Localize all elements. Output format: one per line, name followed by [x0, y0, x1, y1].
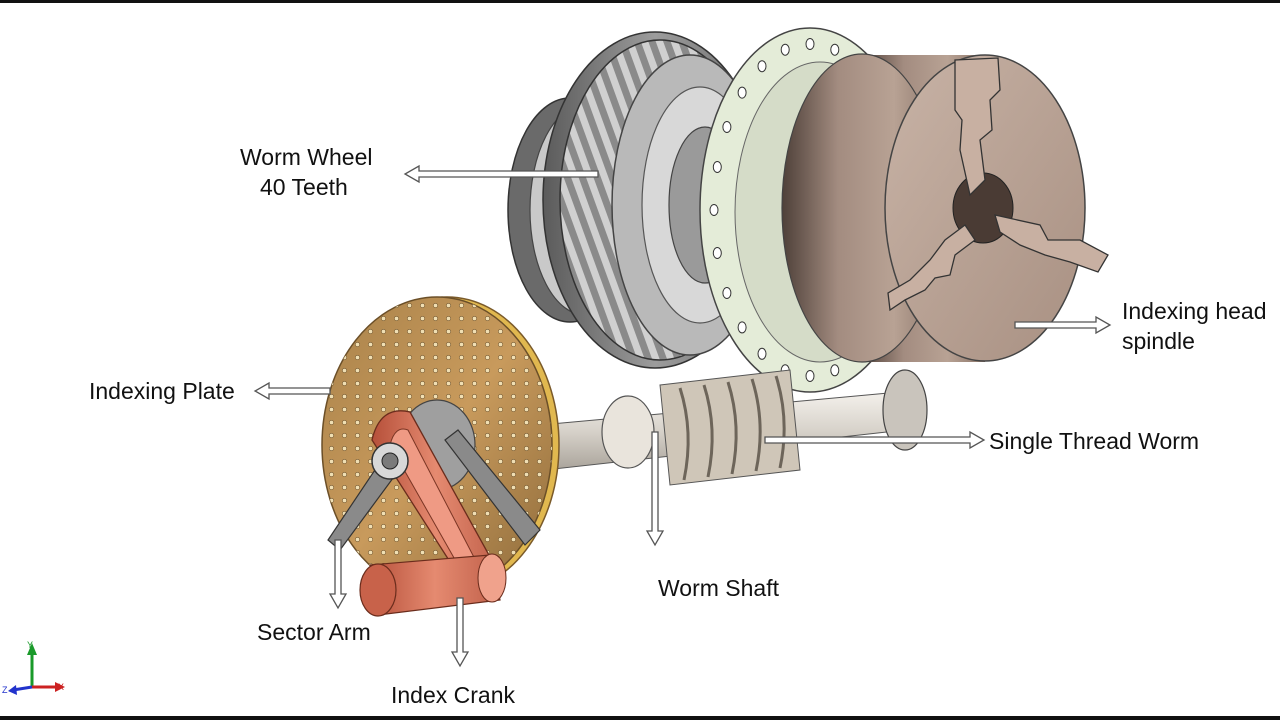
index-crank — [359, 410, 507, 617]
leader-arrow — [328, 539, 348, 610]
indexing-plate — [321, 296, 560, 594]
label-worm-wheel-line1: Worm Wheel — [240, 144, 373, 170]
worm-thread — [750, 378, 762, 472]
worm-shaft-assembly — [539, 369, 928, 486]
flange-hole — [722, 121, 732, 133]
axis-triad: Y X Z — [2, 640, 65, 695]
flange-hole — [737, 86, 747, 99]
flange-hole — [757, 347, 767, 360]
label-sector-arm: Sector Arm — [257, 619, 371, 645]
axis-y-label: Y — [27, 640, 33, 650]
axis-x-label: X — [58, 682, 64, 692]
worm-thread — [678, 387, 690, 481]
label-indexing-head-line1: Indexing head — [1122, 298, 1267, 324]
label-worm-wheel-line2: 40 Teeth — [260, 174, 348, 200]
flange-hole — [737, 321, 747, 334]
axis-z-label: Z — [2, 685, 8, 695]
leader-arrow — [253, 381, 331, 401]
leader-arrow — [645, 431, 665, 547]
label-indexing-head-spindle: Indexing head spindle — [1122, 296, 1267, 356]
leader-arrow — [1014, 315, 1112, 335]
flange-hole — [712, 161, 722, 173]
label-single-thread-worm: Single Thread Worm — [989, 428, 1200, 454]
leader-arrow — [764, 430, 986, 450]
label-worm-shaft: Worm Shaft — [658, 575, 779, 601]
leader-arrow — [450, 597, 470, 668]
flange-hole — [709, 204, 719, 216]
flange-hole — [712, 247, 722, 259]
worm-thread — [774, 375, 786, 469]
label-worm-wheel: Worm Wheel 40 Teeth — [240, 142, 373, 202]
label-indexing-plate: Indexing Plate — [89, 378, 235, 404]
leader-arrow — [403, 164, 599, 184]
flange-hole — [780, 43, 790, 56]
flange-hole — [830, 364, 840, 377]
label-index-crank: Index Crank — [391, 682, 516, 708]
flange-hole — [805, 38, 815, 50]
worm-thread — [726, 381, 738, 475]
chuck — [781, 53, 1109, 363]
leader-arrows — [253, 164, 1112, 668]
flange-hole — [757, 60, 767, 73]
flange-hole — [722, 287, 732, 299]
label-indexing-head-line2: spindle — [1122, 328, 1195, 354]
flange-hole — [830, 43, 840, 56]
worm-thread — [702, 384, 714, 478]
flange-hole — [805, 370, 815, 382]
